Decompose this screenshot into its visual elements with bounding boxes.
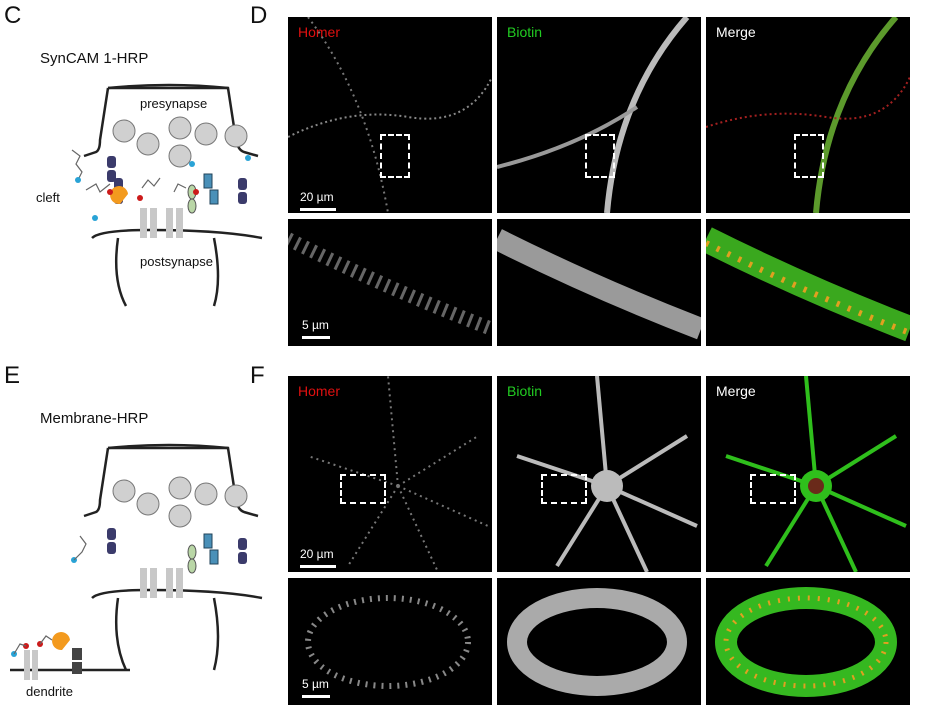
panel-letter-d: D — [250, 2, 268, 29]
f-zoom-box — [750, 474, 796, 504]
d-zoom-box — [794, 134, 824, 178]
scalebar-5um-label: 5 µm — [302, 318, 329, 332]
scalebar-20um-label: 20 µm — [300, 190, 334, 204]
dendrite-label: dendrite — [26, 684, 73, 699]
synapse-schematic-c — [71, 83, 263, 307]
panel-letter-f: F — [250, 362, 265, 389]
scalebar-20um — [300, 208, 336, 211]
f-merge-zoom — [706, 578, 910, 705]
f-zoom-box — [541, 474, 587, 504]
panel-letter-e: E — [4, 362, 21, 389]
d-merge-overview: Merge — [706, 17, 910, 213]
synapse-schematic-e — [10, 443, 263, 680]
panel-letter-c: C — [4, 2, 22, 29]
d-merge-zoom — [706, 219, 910, 346]
f-biotin-label: Biotin — [507, 383, 543, 399]
presynapse-label: presynapse — [140, 96, 208, 111]
f-zoom-box — [340, 474, 386, 504]
f-merge-label: Merge — [716, 383, 756, 399]
scalebar-20um — [300, 565, 336, 568]
d-zoom-box — [585, 134, 615, 178]
d-homer-overview: Homer 20 µm — [288, 17, 492, 213]
f-homer-zoom: 5 µm — [288, 578, 492, 705]
f-biotin-zoom — [497, 578, 701, 705]
d-homer-zoom: 5 µm — [288, 219, 492, 346]
f-homer-overview: Homer 20 µm — [288, 376, 492, 572]
cleft-label: cleft — [36, 190, 60, 205]
d-merge-label: Merge — [716, 24, 756, 40]
f-biotin-overview: Biotin — [497, 376, 701, 572]
scalebar-5um-label: 5 µm — [302, 677, 329, 691]
panel-e-title: Membrane-HRP — [40, 410, 149, 427]
d-biotin-label: Biotin — [507, 24, 543, 40]
f-merge-overview: Merge — [706, 376, 910, 572]
scalebar-5um — [302, 336, 330, 339]
panel-c-title: SynCAM 1-HRP — [40, 50, 149, 67]
d-biotin-zoom — [497, 219, 701, 346]
d-zoom-box — [380, 134, 410, 178]
postsynapse-label: postsynapse — [140, 254, 213, 269]
d-biotin-overview: Biotin — [497, 17, 701, 213]
f-homer-label: Homer — [298, 383, 341, 399]
scalebar-5um — [302, 695, 330, 698]
scalebar-20um-label: 20 µm — [300, 547, 334, 561]
